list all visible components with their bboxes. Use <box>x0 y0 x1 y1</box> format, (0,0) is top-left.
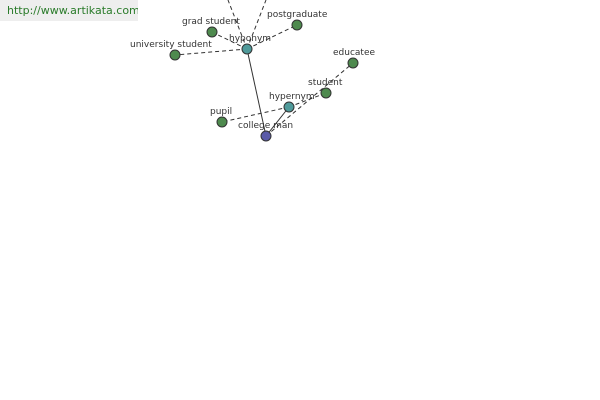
node-postgraduate[interactable] <box>291 19 303 31</box>
node-hyponym[interactable] <box>241 43 253 55</box>
node-educatee[interactable] <box>347 57 359 69</box>
label-hypernym: hypernym <box>269 92 315 102</box>
node-university-student[interactable] <box>169 49 181 61</box>
node-pupil[interactable] <box>216 116 228 128</box>
label-university-student: university student <box>130 40 212 50</box>
edge-hyponym-offscreen-left <box>227 0 248 50</box>
edge-hyponym-university-student <box>174 48 248 56</box>
site-url-banner[interactable]: http://www.artikata.com <box>0 0 138 21</box>
node-grad-student[interactable] <box>206 26 218 38</box>
label-hyponym: hyponym <box>229 34 271 44</box>
label-educatee: educatee <box>333 48 375 58</box>
label-college-man: college man <box>238 121 293 131</box>
edge-hyponym-postgraduate <box>246 24 298 50</box>
label-student: student <box>308 78 343 88</box>
edge-hyponym-college-man <box>246 48 267 137</box>
edge-college-man-educatee <box>265 62 354 137</box>
edge-hyponym-offscreen-right <box>246 0 267 50</box>
label-postgraduate: postgraduate <box>267 10 328 20</box>
edge-hypernym-pupil <box>221 106 290 123</box>
node-hypernym[interactable] <box>283 101 295 113</box>
node-college-man[interactable] <box>260 130 272 142</box>
label-pupil: pupil <box>210 107 232 117</box>
label-grad-student: grad student <box>182 17 240 27</box>
node-student[interactable] <box>320 87 332 99</box>
edge-college-man-hypernym <box>265 106 290 137</box>
